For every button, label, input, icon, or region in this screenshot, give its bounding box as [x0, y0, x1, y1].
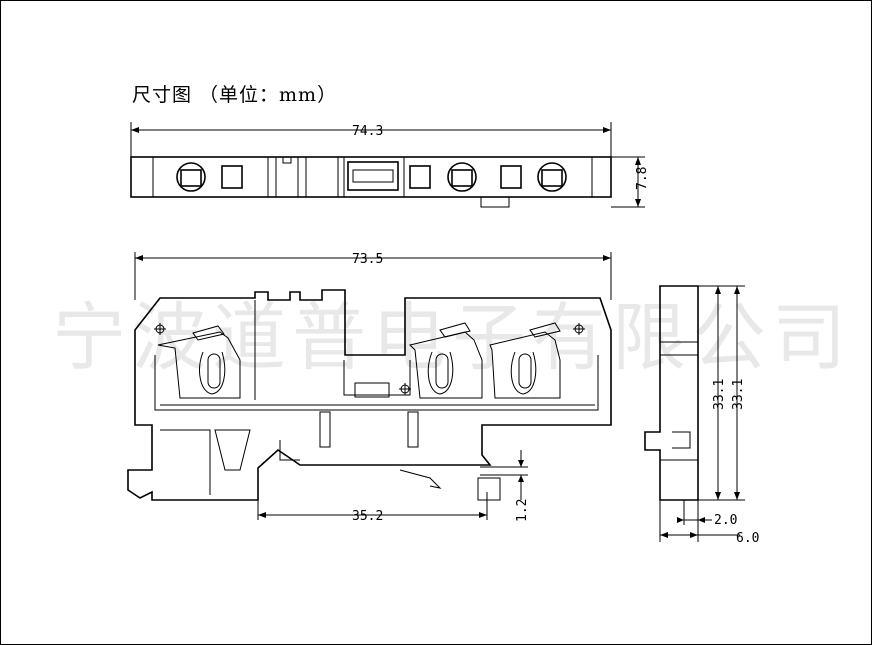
side-view: 33.1 33.1 2.0 6.0: [644, 285, 759, 546]
top-view: 74.3: [130, 122, 650, 208]
front-view: 73.5: [127, 252, 612, 524]
clamp-middle: [409, 322, 483, 399]
dim-top-length: 74.3: [352, 124, 383, 139]
dim-rail-offset: 1.2: [515, 499, 530, 522]
clamp-left: [157, 325, 241, 399]
drawing-title: 尺寸图 （单位：mm）: [132, 84, 338, 106]
clamp-right: [489, 322, 561, 399]
dim-side-height-a: 33.1: [712, 379, 727, 410]
dim-top-height: 7.8: [635, 167, 650, 190]
dim-side-width-b: 6.0: [736, 531, 759, 546]
dim-side-width-a: 2.0: [714, 513, 737, 528]
dim-front-length: 73.5: [352, 252, 383, 267]
dim-side-height-b: 33.1: [731, 379, 746, 410]
dim-rail-span: 35.2: [352, 509, 383, 524]
